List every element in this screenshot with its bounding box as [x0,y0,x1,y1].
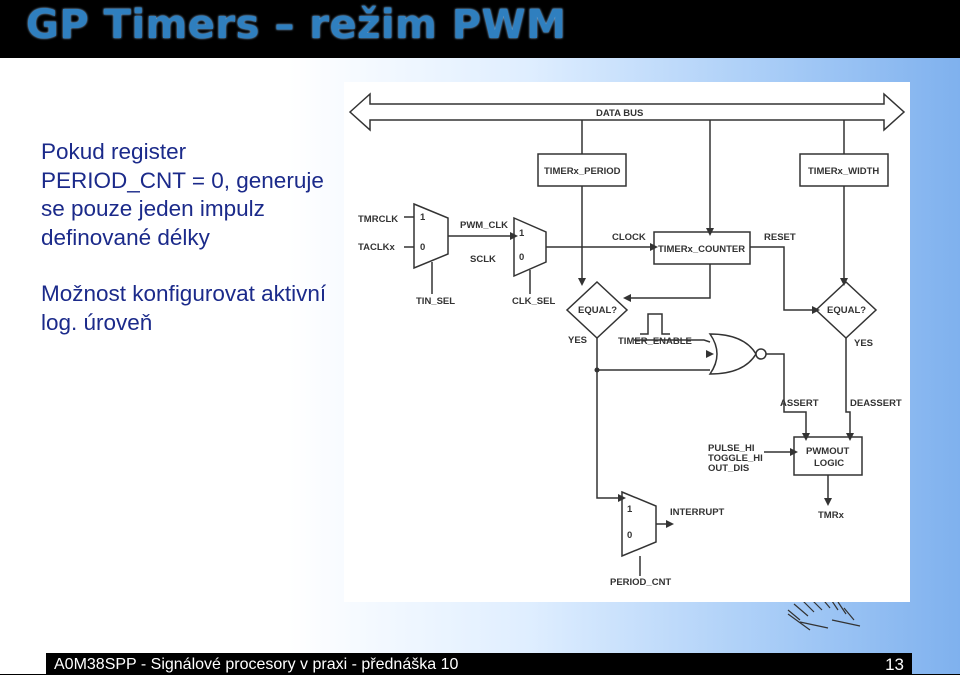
pwm-clk-label: PWM_CLK [460,220,508,231]
clock-label: CLOCK [612,232,646,243]
pulse-hi-label: PULSE_HI [708,443,754,454]
timer-enable-label: TIMER_ENABLE [618,336,692,347]
mux-period-cnt [621,490,657,558]
or-gate [708,333,757,375]
mux-clk-sel [513,216,547,278]
tin-sel-label: TIN_SEL [416,296,455,307]
interrupt-label: INTERRUPT [670,507,725,518]
taclkx-label: TACLKx [358,242,395,253]
or-gate-output-bubble [755,348,767,360]
bullet-2: Možnost konfigurovat aktivní log. úroveň [41,281,327,335]
width-label: TIMERx_WIDTH [808,166,879,177]
pwmout-label: PWMOUT [806,446,849,457]
mux2-input-1: 1 [519,228,525,239]
bullet-list: Pokud register PERIOD_CNT = 0, generuje … [41,138,331,337]
pwm-block-diagram: DATA BUS TIMERx_PERIOD TIMERx_WIDTH TIME… [344,82,910,602]
title-bar: GP Timers – režim PWM [0,0,960,58]
footer-course-title: A0M38SPP - Signálové procesory v praxi -… [54,656,459,673]
out-dis-label: OUT_DIS [708,463,749,474]
data-bus-arrow [348,92,906,132]
slide-title: GP Timers – režim PWM [26,2,567,48]
page-number: 13 [885,655,904,674]
assert-label: ASSERT [780,398,819,409]
tmrx-label: TMRx [818,510,845,521]
mux1-input-0: 0 [420,242,425,253]
decorative-graphic [787,595,861,631]
sclk-label: SCLK [470,254,496,265]
toggle-hi-label: TOGGLE_HI [708,453,763,464]
period-label: TIMERx_PERIOD [544,166,621,177]
yes-1-label: YES [568,335,587,346]
counter-label: TIMERx_COUNTER [658,244,745,255]
mux3-input-0: 0 [627,530,632,541]
reset-label: RESET [764,232,796,243]
tmrclk-label: TMRCLK [358,214,398,225]
mux2-input-0: 0 [519,252,524,263]
deassert-label: DEASSERT [850,398,902,409]
logic-label: LOGIC [814,458,844,469]
period-cnt-label: PERIOD_CNT [610,577,671,588]
yes-2-label: YES [854,338,873,349]
mux3-input-1: 1 [627,504,633,515]
bullet-1: Pokud register PERIOD_CNT = 0, generuje … [41,139,324,250]
footer-bar: A0M38SPP - Signálové procesory v praxi -… [46,653,912,674]
equal-1-label: EQUAL? [578,305,617,316]
mux1-input-1: 1 [420,212,426,223]
data-bus-label: DATA BUS [596,108,643,119]
clk-sel-label: CLK_SEL [512,296,555,307]
equal-2-label: EQUAL? [827,305,866,316]
